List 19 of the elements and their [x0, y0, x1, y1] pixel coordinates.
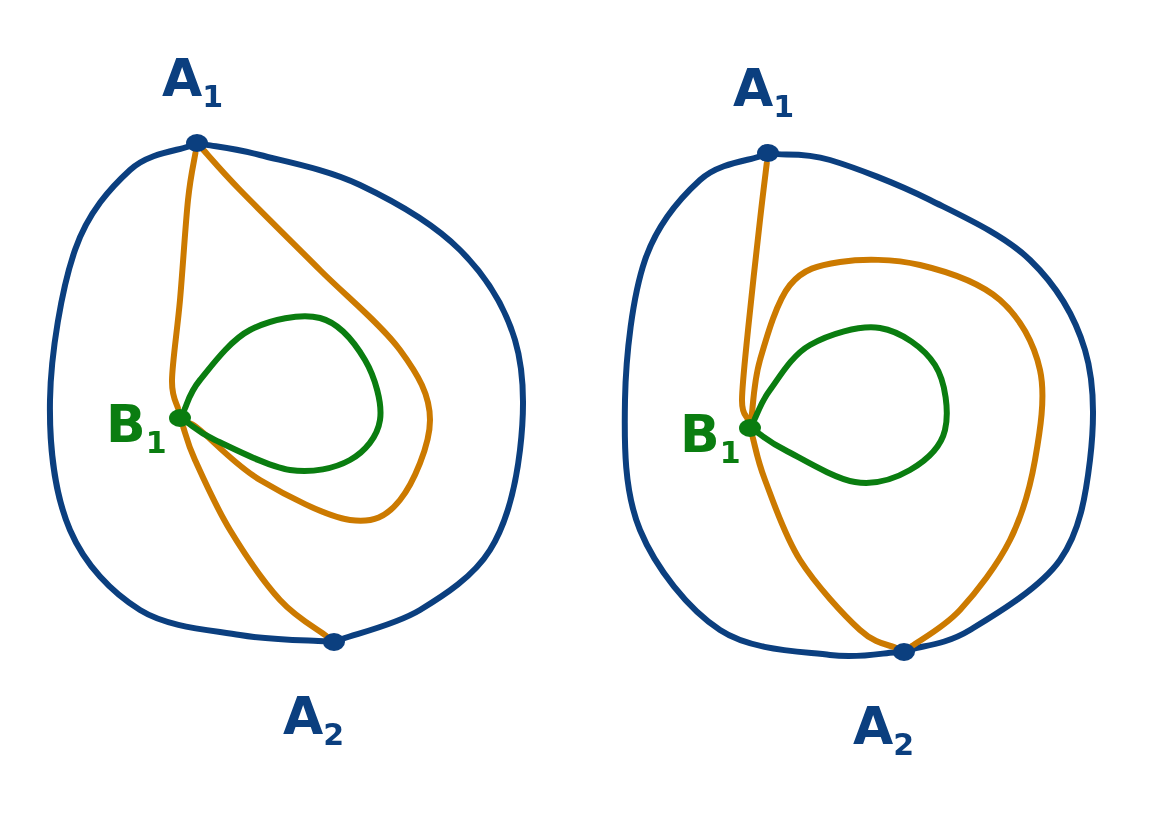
point-label: A$_{1}$: [162, 52, 224, 113]
curve: [739, 159, 770, 422]
point-dot: [757, 144, 779, 162]
point-dot: [323, 633, 345, 651]
curve: [751, 324, 950, 486]
curve: [749, 434, 899, 651]
point-label: A$_{1}$: [733, 62, 795, 123]
curve: [169, 149, 199, 412]
point-dot: [739, 419, 761, 437]
point-dot: [893, 643, 915, 661]
point-label: A$_{2}$: [853, 700, 915, 761]
point-label: B$_{1}$: [106, 398, 167, 459]
point-label: A$_{2}$: [283, 690, 345, 751]
point-dot: [186, 134, 208, 152]
curve: [180, 424, 330, 639]
curve: [748, 256, 1046, 649]
point-dot: [169, 409, 191, 427]
curve: [181, 313, 384, 474]
point-label: B$_{1}$: [680, 408, 741, 469]
